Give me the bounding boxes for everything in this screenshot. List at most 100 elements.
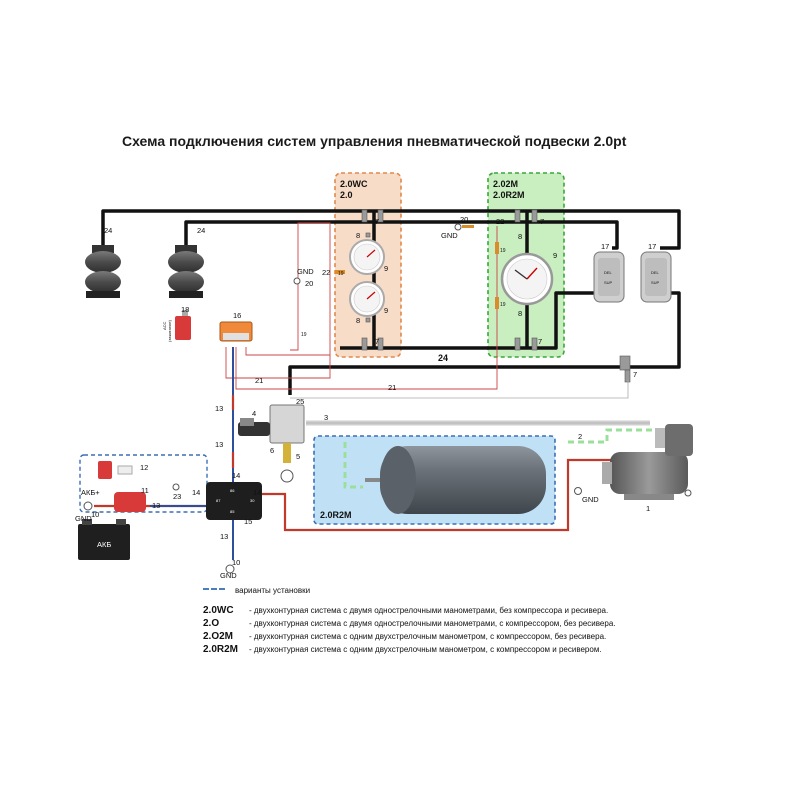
relay — [206, 482, 262, 520]
legend-dash-swatch — [203, 588, 225, 590]
valve-del-label: DEL — [651, 270, 660, 275]
label-9: 9 — [553, 251, 557, 260]
label-10: 10 — [232, 558, 240, 567]
relay-85: 85 — [230, 509, 235, 514]
label-25: 25 — [296, 397, 304, 406]
label-7: 7 — [375, 337, 379, 346]
gauge-icon — [349, 281, 385, 317]
diagram-title: Схема подключения систем управления пнев… — [122, 133, 627, 149]
label-15: 15 — [244, 517, 252, 526]
label-22: 22 — [322, 268, 330, 277]
legend-item: 2.O2M - двухконтурная система с одним дв… — [203, 631, 615, 644]
relay-86: 86 — [230, 488, 235, 493]
solenoid-valves-2.02m — [514, 209, 538, 351]
sensor-icon — [335, 225, 499, 309]
connector-block — [219, 321, 253, 342]
relay-30: 30 — [250, 498, 255, 503]
label-7: 7 — [538, 337, 542, 346]
label-13: 13 — [152, 501, 160, 510]
label-24: 24 — [104, 226, 112, 235]
label-17: 17 — [601, 242, 609, 251]
label-9: 9 — [384, 264, 388, 273]
ground-terminal — [83, 501, 93, 511]
legend-item: 2.O - двухконтурная система с двумя одно… — [203, 618, 615, 631]
label-2: 2 — [578, 432, 582, 441]
box-label-tank: 2.0R2M — [320, 510, 352, 520]
label-7: 7 — [540, 217, 544, 226]
legend-text: - двухконтурная система с одним двухстре… — [249, 632, 607, 641]
ground-terminal — [454, 223, 462, 231]
solenoid-valves-2.0wc — [361, 209, 384, 351]
legend-dash-text: варианты установки — [235, 586, 311, 595]
valve-block-left — [593, 251, 625, 303]
ground-terminal — [172, 483, 180, 491]
label-19: 19 — [338, 271, 344, 277]
label-4: 4 — [252, 409, 256, 418]
valve-block-right — [640, 251, 672, 303]
box-label-2.0: 2.0 — [340, 190, 353, 200]
legend-code: 2.O2M — [203, 631, 234, 642]
label-24: 24 — [438, 353, 448, 363]
label-21: 21 — [388, 383, 396, 392]
gnd-label: GND — [297, 267, 314, 276]
label-14: 14 — [192, 488, 200, 497]
akb-plus-label: АКБ+ — [81, 488, 100, 497]
label-11: 11 — [141, 486, 149, 495]
label-20: 20 — [305, 279, 313, 288]
blue-wires — [150, 347, 234, 560]
fuse-holder-main — [98, 461, 146, 512]
label-8: 8 — [518, 309, 522, 318]
gnd-label: GND — [75, 514, 92, 523]
legend-text: - двухконтурная система с двумя одностре… — [249, 619, 616, 628]
label-14: 14 — [253, 488, 261, 497]
ground-terminal — [574, 487, 582, 495]
label-7: 7 — [633, 370, 637, 379]
legend-code: 2.0R2M — [203, 644, 239, 655]
air-line-7 — [290, 380, 629, 399]
air-spring-right — [168, 245, 204, 298]
label-5: 5 — [296, 452, 300, 461]
label-10: 10 — [91, 510, 99, 519]
legend-text: - двухконтурная система с двумя одностре… — [249, 606, 609, 615]
air-spring-left — [85, 245, 121, 298]
valve-sup-label: SUP — [651, 280, 660, 285]
label-18: 18 — [181, 305, 189, 314]
legend-item: 2.0R2M - двухконтурная система с одним д… — [203, 644, 615, 657]
label-21: 21 — [255, 376, 263, 385]
air-tank — [365, 446, 546, 514]
acc-label: ACC — [162, 321, 167, 330]
label-19: 19 — [500, 302, 506, 308]
gnd-label: GND — [441, 231, 458, 240]
label-19: 19 — [500, 248, 506, 254]
optional-line-2 — [343, 428, 662, 489]
fuse-holder-acc — [175, 310, 191, 340]
label-12: 12 — [140, 463, 148, 472]
ground-terminal — [293, 277, 301, 285]
relay-87: 87 — [216, 498, 221, 503]
label-22: 22 — [496, 217, 504, 226]
label-8: 8 — [518, 232, 522, 241]
label-9: 9 — [384, 306, 388, 315]
label-16: 16 — [233, 311, 241, 320]
tee-fitting — [619, 355, 631, 383]
label-8: 8 — [356, 316, 360, 325]
label-17: 17 — [648, 242, 656, 251]
ground-terminal — [225, 564, 235, 574]
box-label-2.02m: 2.02M — [493, 179, 518, 189]
ground-terminal — [684, 489, 692, 497]
compressor — [602, 424, 693, 500]
label-23: 23 — [173, 492, 181, 501]
label-13: 13 — [215, 440, 223, 449]
box-label-2.0wc: 2.0WC — [340, 179, 368, 189]
box-label-2.0r2m: 2.0R2M — [493, 190, 525, 200]
battery-label: АКБ — [97, 540, 111, 549]
valve-sup-label: SUP — [604, 280, 613, 285]
legend: варианты установки 2.0WC - двухконтурная… — [203, 586, 615, 657]
pressure-manifold — [238, 404, 305, 483]
legend-dash-row: варианты установки — [203, 586, 615, 599]
legend-item: 2.0WC - двухконтурная система с двумя од… — [203, 605, 615, 618]
label-3: 3 — [324, 413, 328, 422]
label-13: 13 — [220, 532, 228, 541]
label-6: 6 — [270, 446, 274, 455]
